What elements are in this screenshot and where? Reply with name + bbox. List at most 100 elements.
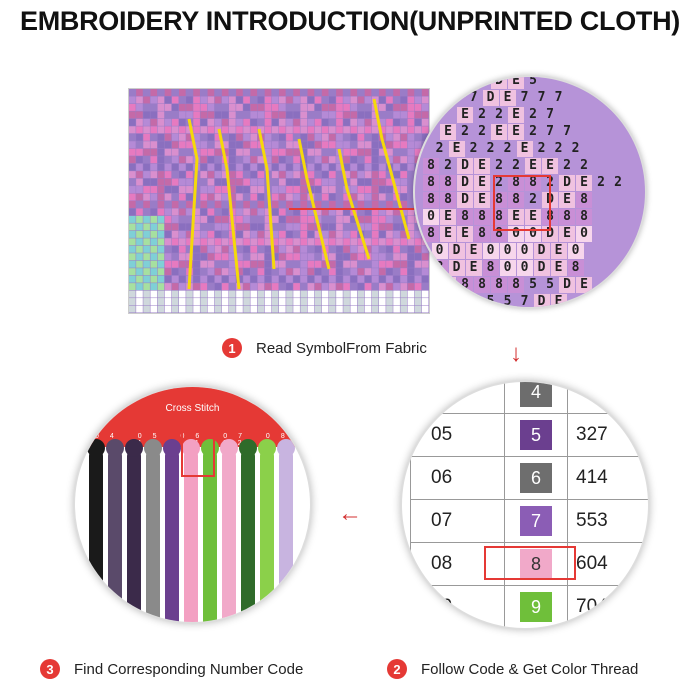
thread-strand	[165, 449, 179, 622]
fabric-cell	[343, 126, 350, 134]
fabric-cell	[164, 171, 172, 179]
fabric-cell	[236, 193, 243, 201]
fabric-cell	[386, 186, 393, 194]
fabric-cell	[357, 133, 365, 141]
fabric-cell	[400, 305, 408, 313]
fabric-cell	[271, 223, 279, 231]
fabric-cell	[329, 253, 336, 261]
fabric-cell	[250, 260, 258, 268]
fabric-cell	[157, 118, 165, 126]
fabric-cell	[186, 230, 193, 238]
fabric-cell	[414, 260, 422, 268]
fabric-cell	[279, 163, 286, 171]
fabric-cell	[157, 156, 165, 164]
fabric-cell	[386, 283, 393, 291]
fabric-cell	[257, 193, 265, 201]
fabric-cell	[157, 215, 165, 223]
fabric-cell	[250, 133, 258, 141]
fabric-cell	[129, 245, 136, 253]
fabric-cell	[293, 89, 300, 96]
fabric-cell	[136, 186, 143, 194]
fabric-cell	[236, 156, 243, 164]
fabric-cell	[193, 283, 200, 291]
fabric-cell	[236, 290, 243, 298]
fabric-cell	[236, 141, 243, 149]
fabric-cell	[257, 171, 265, 179]
fabric-cell	[221, 111, 229, 119]
fabric-cell	[150, 245, 158, 253]
fabric-cell	[257, 186, 265, 194]
fabric-cell	[243, 163, 250, 171]
fabric-cell	[421, 126, 429, 134]
fabric-cell	[200, 111, 208, 119]
fabric-cell	[200, 103, 208, 111]
fabric-cell	[421, 96, 429, 104]
fabric-cell	[329, 193, 336, 201]
fabric-cell	[129, 305, 136, 313]
fabric-cell	[193, 223, 200, 231]
fabric-cell	[186, 290, 193, 298]
fabric-cell	[221, 268, 229, 276]
chart-row-thread-value: 553	[567, 499, 648, 543]
fabric-cell	[300, 223, 308, 231]
fabric-cell	[143, 186, 150, 194]
fabric-cell	[279, 290, 286, 298]
magnifier-symbol: 7	[516, 90, 533, 106]
fabric-cell	[279, 230, 286, 238]
chart-row-thread-value: 604	[567, 542, 648, 586]
fabric-cell	[150, 290, 158, 298]
fabric-cell	[157, 141, 165, 149]
fabric-cell	[179, 305, 186, 313]
fabric-cell	[400, 230, 408, 238]
fabric-cell	[307, 201, 315, 208]
fabric-cell	[407, 111, 415, 119]
fabric-cell	[264, 96, 272, 104]
magnifier-symbol: 8	[423, 175, 439, 191]
fabric-cell	[186, 223, 193, 231]
fabric-cell	[143, 253, 150, 261]
fabric-cell	[143, 178, 150, 186]
fabric-cell	[229, 290, 236, 298]
fabric-cell	[257, 201, 265, 208]
fabric-cell	[421, 111, 429, 119]
fabric-cell	[221, 298, 229, 306]
fabric-cell	[129, 89, 136, 96]
fabric-cell	[193, 89, 200, 96]
fabric-cell	[136, 238, 143, 246]
magnifier-symbol: E	[440, 209, 456, 225]
fabric-cell	[371, 148, 379, 156]
fabric-cell	[250, 156, 258, 164]
fabric-cell	[143, 283, 150, 291]
fabric-cell	[293, 193, 300, 201]
fabric-cell	[179, 156, 186, 164]
fabric-cell	[136, 260, 143, 268]
step-2-label: Follow Code & Get Color Thread	[421, 660, 639, 678]
fabric-cell	[350, 253, 358, 261]
thread-strand	[146, 449, 160, 622]
magnifier-symbol: 8	[474, 226, 490, 242]
fabric-cell	[293, 111, 300, 119]
fabric-cell	[407, 148, 415, 156]
fabric-cell	[400, 283, 408, 291]
fabric-cell	[250, 118, 258, 126]
fabric-cell	[150, 298, 158, 306]
fabric-cell	[286, 148, 293, 156]
fabric-cell	[129, 238, 136, 246]
fabric-cell	[314, 186, 322, 194]
fabric-cell	[257, 305, 265, 313]
fabric-cell	[286, 171, 293, 179]
magnifier-symbol: 8	[559, 209, 575, 225]
magnifier-symbol: 8	[525, 175, 541, 191]
magnifier-symbol: E	[474, 192, 490, 208]
fabric-cell	[357, 275, 365, 283]
fabric-cell	[243, 186, 250, 194]
fabric-cell	[143, 103, 150, 111]
magnifier-symbol: D	[448, 260, 465, 276]
fabric-cell	[157, 260, 165, 268]
fabric-cell	[314, 148, 322, 156]
thread-knot	[144, 439, 162, 457]
fabric-cell	[314, 283, 322, 291]
fabric-cell	[243, 118, 250, 126]
